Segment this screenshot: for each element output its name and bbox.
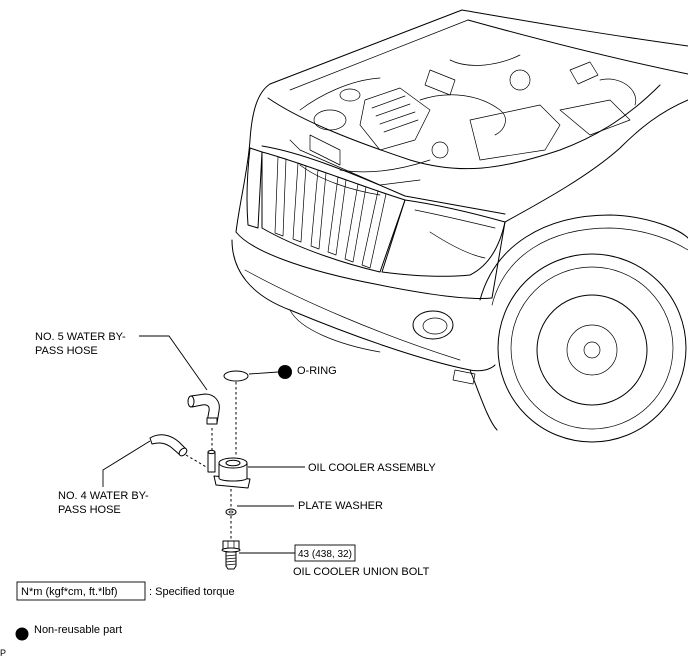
- grille-bar: [274, 156, 287, 237]
- torque-value: 43 (438, 32): [298, 549, 352, 560]
- skid-plate: [289, 309, 381, 353]
- engine-bay-details: [289, 54, 637, 196]
- vehicle-illustration: [231, 9, 688, 443]
- bolt-threads: [225, 554, 237, 566]
- headlight-inner-lines: [414, 209, 496, 259]
- bumper-lip: [244, 269, 461, 361]
- fog-light-lens: [422, 317, 448, 335]
- parts-exploded-view: O-RING NO. 5 WATER BY- PASS HOSE NO. 4 W…: [35, 331, 436, 578]
- wheel-center-cap: [583, 341, 601, 359]
- legend-torque-box: [16, 581, 146, 601]
- no4-hose-assembly-path: [185, 454, 209, 469]
- plate-washer-label: PLATE WASHER: [298, 500, 383, 512]
- bolt-shaft: [225, 551, 237, 570]
- no4-hose-label-line2: PASS HOSE: [58, 504, 121, 516]
- hose-end: [187, 395, 195, 408]
- oil-cooler-assembly: [207, 449, 251, 489]
- roof-line: [461, 9, 688, 47]
- cowl-inner-line: [289, 19, 469, 91]
- plate-washer-hole: [228, 510, 234, 514]
- corner-mark: P: [0, 648, 6, 658]
- wheel-hub: [566, 324, 618, 376]
- wheel-arch-flare: [479, 214, 688, 301]
- oil-cooler-label: OIL COOLER ASSEMBLY: [308, 462, 436, 474]
- fog-light: [412, 310, 454, 340]
- union-bolt-label: OIL COOLER UNION BOLT: [293, 566, 430, 578]
- right-fender-top: [504, 99, 688, 223]
- engine-cover: [359, 87, 431, 151]
- no5-hose-leader: [139, 335, 208, 391]
- wheel-rim: [536, 294, 648, 406]
- battery: [559, 99, 631, 136]
- left-headlight: [246, 147, 263, 229]
- hood-lip: [261, 145, 506, 215]
- cap: [509, 69, 531, 91]
- legend-torque-description: : Specified torque: [149, 586, 235, 598]
- sensor: [339, 88, 361, 102]
- o-ring-leader: [248, 371, 279, 375]
- cooler-pipe: [207, 451, 216, 473]
- legend-non-reusable-label: Non-reusable part: [34, 624, 122, 636]
- bracket: [424, 61, 599, 96]
- bumper-side: [469, 221, 506, 431]
- no5-hose-label-line1: NO. 5 WATER BY-: [35, 331, 126, 343]
- no4-hose-leader: [102, 440, 151, 487]
- radiator-support: [289, 139, 421, 186]
- grille-bar: [292, 162, 307, 243]
- cooler-center-port: [225, 459, 241, 467]
- grille-bar: [310, 169, 327, 250]
- oil-cooler-union-bolt: [221, 540, 241, 570]
- left-fender: [235, 83, 271, 233]
- o-ring: [223, 370, 249, 382]
- strut-tower: [599, 78, 637, 106]
- cooler-pipe-end: [207, 449, 216, 455]
- non-reusable-mark: [278, 365, 292, 379]
- right-headlight: [381, 199, 506, 277]
- air-filter-box: [469, 104, 561, 161]
- plate-washer: [225, 508, 237, 516]
- grille: [261, 151, 406, 273]
- reservoir: [313, 109, 347, 131]
- wheel-arch-inner: [491, 227, 688, 306]
- grille-bar: [361, 190, 387, 269]
- bumper-lower-edge: [231, 239, 496, 372]
- front-tire: [497, 253, 687, 443]
- hose-end: [178, 447, 188, 457]
- lower-hose: [299, 164, 381, 196]
- engine-bay-front-edge: [267, 84, 661, 170]
- torque-value-box: [294, 544, 356, 562]
- legend-torque-units: N*m (kgf*cm, ft.*lbf): [21, 586, 118, 598]
- bolt-flange: [221, 547, 241, 553]
- ignition-coil: [309, 134, 341, 166]
- legend-non-reusable-mark: [15, 627, 29, 641]
- hose-clamp: [206, 417, 218, 425]
- intake-tube: [419, 94, 506, 136]
- no5-hose-label-line2: PASS HOSE: [35, 345, 98, 357]
- pulley: [431, 141, 449, 159]
- tire-tread-edge: [510, 266, 674, 430]
- wiring: [339, 54, 521, 173]
- no4-hose-label-line1: NO. 4 WATER BY-: [58, 490, 149, 502]
- engine-cover-ribs: [371, 95, 419, 133]
- legend: N*m (kgf*cm, ft.*lbf) : Specified torque…: [15, 581, 235, 641]
- tow-hook-cover: [452, 369, 476, 385]
- upper-hose: [299, 77, 381, 111]
- grille-bar: [344, 183, 367, 263]
- o-ring-label: O-RING: [297, 365, 337, 377]
- windshield-lower-edge: [467, 19, 688, 75]
- bumper-upper-line: [235, 231, 493, 299]
- cowl-line: [269, 9, 463, 85]
- grille-bar: [327, 176, 347, 256]
